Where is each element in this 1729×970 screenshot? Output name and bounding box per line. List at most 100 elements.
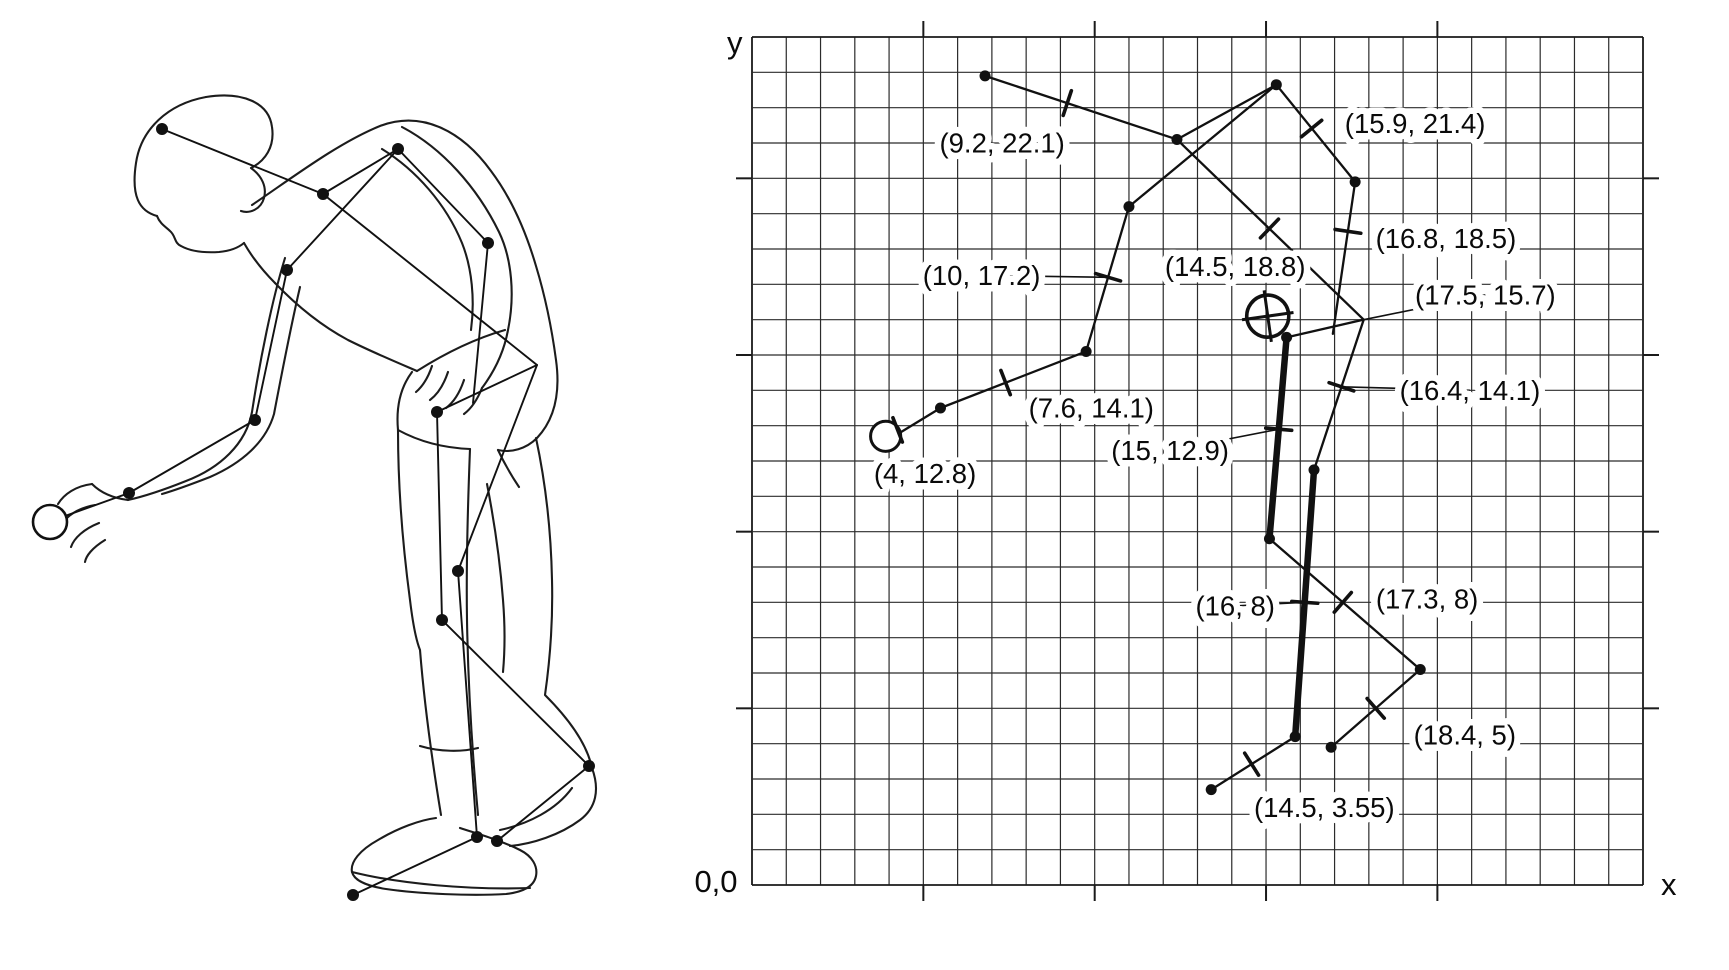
segment-fKnee-fAnkle [1268, 537, 1422, 671]
joint-dot-rAnkle [1289, 731, 1301, 743]
sketch-joint-dot-fElbow [249, 414, 261, 426]
segment-fShoulder-fElbow [1084, 205, 1131, 353]
cm-tick [1332, 590, 1354, 614]
hair-bun-outline [204, 94, 274, 213]
shorts-hem [396, 428, 472, 451]
coord-label: (14.5, 18.8) [1165, 251, 1306, 282]
chest-outline [273, 281, 419, 373]
segment-headTop-neck [983, 74, 1179, 141]
segment-rShoulder-fShoulder [1127, 83, 1278, 208]
joint-dot-fElbow [1080, 345, 1092, 357]
rear-leg-back-edge [534, 436, 594, 770]
joint-dot-rKnee [1308, 464, 1320, 476]
sketch-joint-dot-rShoulder [392, 143, 404, 155]
segment-rElbow-rHand [1331, 180, 1357, 335]
sketch-joint-dot-headTop [156, 123, 168, 135]
neck-front-outline [242, 241, 277, 285]
sketch-segment-fElbow-wrist [128, 419, 256, 494]
sketch-segment-hipF-fKnee [436, 411, 443, 621]
rear-leg-front-edge [485, 482, 506, 674]
sketch-joint-dot-rElbow [482, 237, 494, 249]
coordinate-grid [736, 21, 1659, 901]
joint-dot-hipF [1281, 331, 1293, 343]
sketch-joint-dot-wrist [123, 487, 135, 499]
planted-shoe-outline [350, 816, 538, 896]
cm-tick [891, 415, 905, 444]
forward-arm-inner [160, 285, 302, 496]
sketch-joint-dot-fAnkle [583, 760, 595, 772]
coord-label: (16.8, 18.5) [1376, 223, 1517, 254]
cm-tick [1093, 271, 1123, 283]
planted-shoe-sole [350, 870, 532, 890]
coord-label: (15, 12.9) [1111, 435, 1229, 466]
sketch-joint-dot-rKnee [452, 565, 464, 577]
coord-label: (9.2, 22.1) [939, 128, 1064, 159]
buttock-outline [496, 358, 559, 452]
joint-dot-neck [1171, 133, 1183, 145]
shorts-waistband [415, 328, 507, 373]
joint-dot-wrist [934, 402, 946, 414]
joint-dot-fToe [1325, 741, 1337, 753]
origin-label: 0,0 [694, 864, 737, 899]
joint-dot-fAnkle [1414, 663, 1426, 675]
sketch-joint-dot-fShoulder [281, 264, 293, 276]
label-leader [1169, 428, 1279, 452]
joint-dot-fKnee [1263, 533, 1275, 545]
coord-label: (17.3, 8) [1376, 583, 1478, 614]
sketch-segment-rKnee-rAnkle [457, 570, 478, 838]
label-leader [1235, 601, 1305, 607]
forward-arm-outer [126, 256, 287, 502]
label-leader [981, 274, 1109, 279]
cm-tick [1299, 118, 1324, 139]
coordinate-labels: (9.2, 22.1)(15.9, 21.4)(16.8, 18.5)(14.5… [867, 102, 1562, 830]
sketch-joint-dot-neck [317, 188, 329, 200]
sketch-joint-dot-fKnee [436, 614, 448, 626]
sketch-segment-rElbow-rHand [472, 242, 489, 404]
joint-dot-headTop [979, 70, 991, 82]
x-axis-label: x [1661, 867, 1677, 902]
front-leg-back-edge [465, 447, 480, 817]
coord-label: (10, 17.2) [923, 260, 1041, 291]
cm-tick [1258, 217, 1281, 240]
segment-fElbow-wrist [939, 350, 1088, 410]
face-outline [155, 214, 246, 254]
sketch-joint-dot-fToe [491, 835, 503, 847]
sock-line [418, 744, 480, 752]
sketch-joint-dot-hipF [431, 406, 443, 418]
cm-tick [999, 368, 1013, 397]
segment-rAnkle-rToe [1210, 735, 1297, 791]
coord-label: (18.4, 5) [1414, 719, 1516, 750]
cm-tick [1365, 696, 1387, 720]
shorts-back-hem [496, 448, 521, 489]
segment-wrist-ball [899, 406, 942, 434]
coord-label: (14.5, 3.55) [1254, 792, 1395, 823]
segment-rShoulder-rElbow [1275, 83, 1357, 184]
segment-hipV-hipF [1285, 318, 1365, 339]
segment-hipF-fKnee [1266, 334, 1290, 542]
joint-dot-rToe [1205, 784, 1217, 796]
shorts-side [396, 370, 414, 432]
cm-cross-v [1262, 290, 1273, 343]
joint-dot-rShoulder [1270, 79, 1282, 91]
segment-hipV-rKnee [1312, 318, 1365, 471]
cm-tick [1061, 88, 1074, 118]
sketch-segment-headTop-neck [161, 128, 324, 195]
tiptoe-shoe-outline [498, 766, 597, 848]
joint-dot-fShoulder [1123, 201, 1135, 213]
label-leader [1363, 294, 1486, 321]
rear-arm-inner [380, 147, 474, 332]
rear-arm-outer [400, 125, 513, 390]
coord-label: (16, 8) [1195, 590, 1274, 621]
coord-label: (4, 12.8) [874, 458, 976, 489]
bowler-outline-drawing [56, 94, 597, 896]
segment-neck-rShoulder [1175, 83, 1278, 141]
cm-tick [1333, 227, 1363, 236]
bowler-sketch-skeleton [31, 123, 595, 901]
sketch-joint-dot-rToe [347, 889, 359, 901]
cm-tick [1327, 380, 1356, 393]
rear-hand-fingers [414, 364, 484, 416]
sketch-segment-wrist-ball [64, 492, 130, 517]
back-outline [250, 119, 558, 362]
